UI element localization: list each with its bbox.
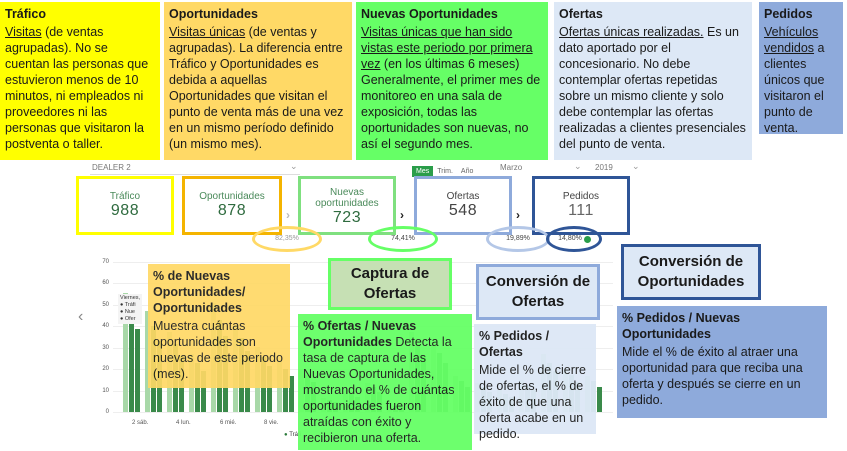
chart-bar[interactable] bbox=[597, 386, 602, 412]
chart-bar[interactable] bbox=[135, 328, 140, 412]
x-tick-label: 6 mié. bbox=[220, 420, 237, 426]
kpi-trafico[interactable]: Tráfico 988 bbox=[76, 176, 174, 235]
kpi-nuevas[interactable]: Nuevas oportunidades 723 bbox=[298, 176, 396, 235]
kpi-ofertas-value: 548 bbox=[448, 202, 478, 219]
x-tick-label: 4 lun. bbox=[176, 420, 191, 426]
kpi-ofertas-title: Ofertas bbox=[446, 191, 480, 202]
note-pct-nuevas: % de Nuevas Oportunidades/ Oportunidades… bbox=[148, 264, 290, 388]
month-selector[interactable]: Marzo bbox=[500, 163, 523, 172]
kpi-nuevas-value: 723 bbox=[332, 209, 362, 226]
rate-nuevas: 74,41% bbox=[391, 235, 415, 242]
note-pct-ofertas: % Ofertas / Nuevas Oportunidades Detecta… bbox=[298, 314, 472, 450]
kpi-pedidos-title: Pedidos bbox=[562, 191, 600, 202]
kpi-oportunidades-title: Oportunidades bbox=[199, 191, 265, 202]
kpi-nuevas-title: Nuevas oportunidades bbox=[315, 187, 379, 209]
rate-ring-pedidos bbox=[546, 226, 602, 252]
y-tick-label: 10 bbox=[102, 387, 109, 394]
kpi-trafico-title: Tráfico bbox=[109, 191, 141, 202]
dealer-divider bbox=[90, 174, 300, 175]
y-tick-label: 20 bbox=[102, 366, 109, 373]
arrow-icon-2: › bbox=[400, 208, 404, 222]
y-tick-label: 30 bbox=[102, 344, 109, 351]
kpi-ofertas[interactable]: Ofertas 548 bbox=[414, 176, 512, 235]
kpi-trafico-value: 988 bbox=[110, 202, 140, 219]
chart-bar[interactable] bbox=[201, 371, 206, 412]
y-tick-label: 70 bbox=[102, 259, 109, 265]
title-captura-ofertas: Captura de Ofertas bbox=[328, 258, 452, 310]
chart-legend: Viernes, ● Tráfi ● Nue ● Ofer bbox=[118, 294, 143, 324]
arrow-icon-3: › bbox=[516, 208, 520, 222]
dealer-selector[interactable]: DEALER 2 bbox=[92, 163, 131, 172]
chart-bar[interactable] bbox=[129, 310, 134, 412]
rate-pedidos: 14,80% bbox=[558, 235, 582, 242]
info-icon[interactable] bbox=[584, 236, 591, 243]
rate-ring-oportunidades bbox=[252, 226, 322, 252]
rate-ofertas: 19,89% bbox=[506, 235, 530, 242]
legend-item-ofertas: ● Ofer bbox=[120, 316, 136, 322]
kpi-oportunidades-value: 878 bbox=[217, 202, 247, 219]
y-tick-label: 50 bbox=[102, 301, 109, 308]
y-tick-label: 0 bbox=[105, 409, 109, 415]
chart-bar[interactable] bbox=[145, 310, 150, 412]
x-tick-label: 8 vie. bbox=[264, 420, 279, 426]
legend-date: Viernes, bbox=[120, 295, 141, 301]
year-selector[interactable]: 2019 bbox=[595, 163, 613, 172]
chart-prev-icon[interactable]: ‹ bbox=[78, 308, 84, 325]
month-chevron-icon[interactable]: ⌄ bbox=[574, 161, 582, 171]
legend-item-trafico: ● Tráfi bbox=[120, 302, 136, 308]
title-conversion-ofertas: Conversión de Ofertas bbox=[476, 264, 600, 320]
chart-bar[interactable] bbox=[289, 376, 294, 412]
chart-bar[interactable] bbox=[267, 366, 272, 412]
y-tick-label: 40 bbox=[102, 323, 109, 330]
dealer-chevron-icon[interactable]: ⌄ bbox=[290, 161, 298, 171]
bottom-legend: ● Tráfi bbox=[284, 432, 301, 438]
y-tick-label: 60 bbox=[102, 280, 109, 287]
tab-mes[interactable]: Mes bbox=[412, 166, 434, 177]
year-chevron-icon[interactable]: ⌄ bbox=[632, 161, 640, 171]
rate-oportunidades: 82,35% bbox=[275, 235, 299, 242]
chart-bar[interactable] bbox=[123, 293, 128, 412]
kpi-pedidos-value: 111 bbox=[568, 202, 594, 219]
title-conversion-oportunidades: Conversión de Oportunidades bbox=[621, 244, 761, 300]
arrow-icon-1: › bbox=[286, 208, 290, 222]
x-tick-label: 2 sáb. bbox=[132, 420, 149, 426]
legend-item-nuevas: ● Nue bbox=[120, 309, 135, 315]
chart-bar[interactable] bbox=[283, 368, 288, 412]
tab-trim[interactable]: Trim. bbox=[437, 168, 453, 175]
rate-ring-nuevas bbox=[368, 226, 438, 252]
kpi-oportunidades[interactable]: Oportunidades 878 bbox=[182, 176, 282, 235]
tab-ano[interactable]: Año bbox=[460, 168, 474, 175]
